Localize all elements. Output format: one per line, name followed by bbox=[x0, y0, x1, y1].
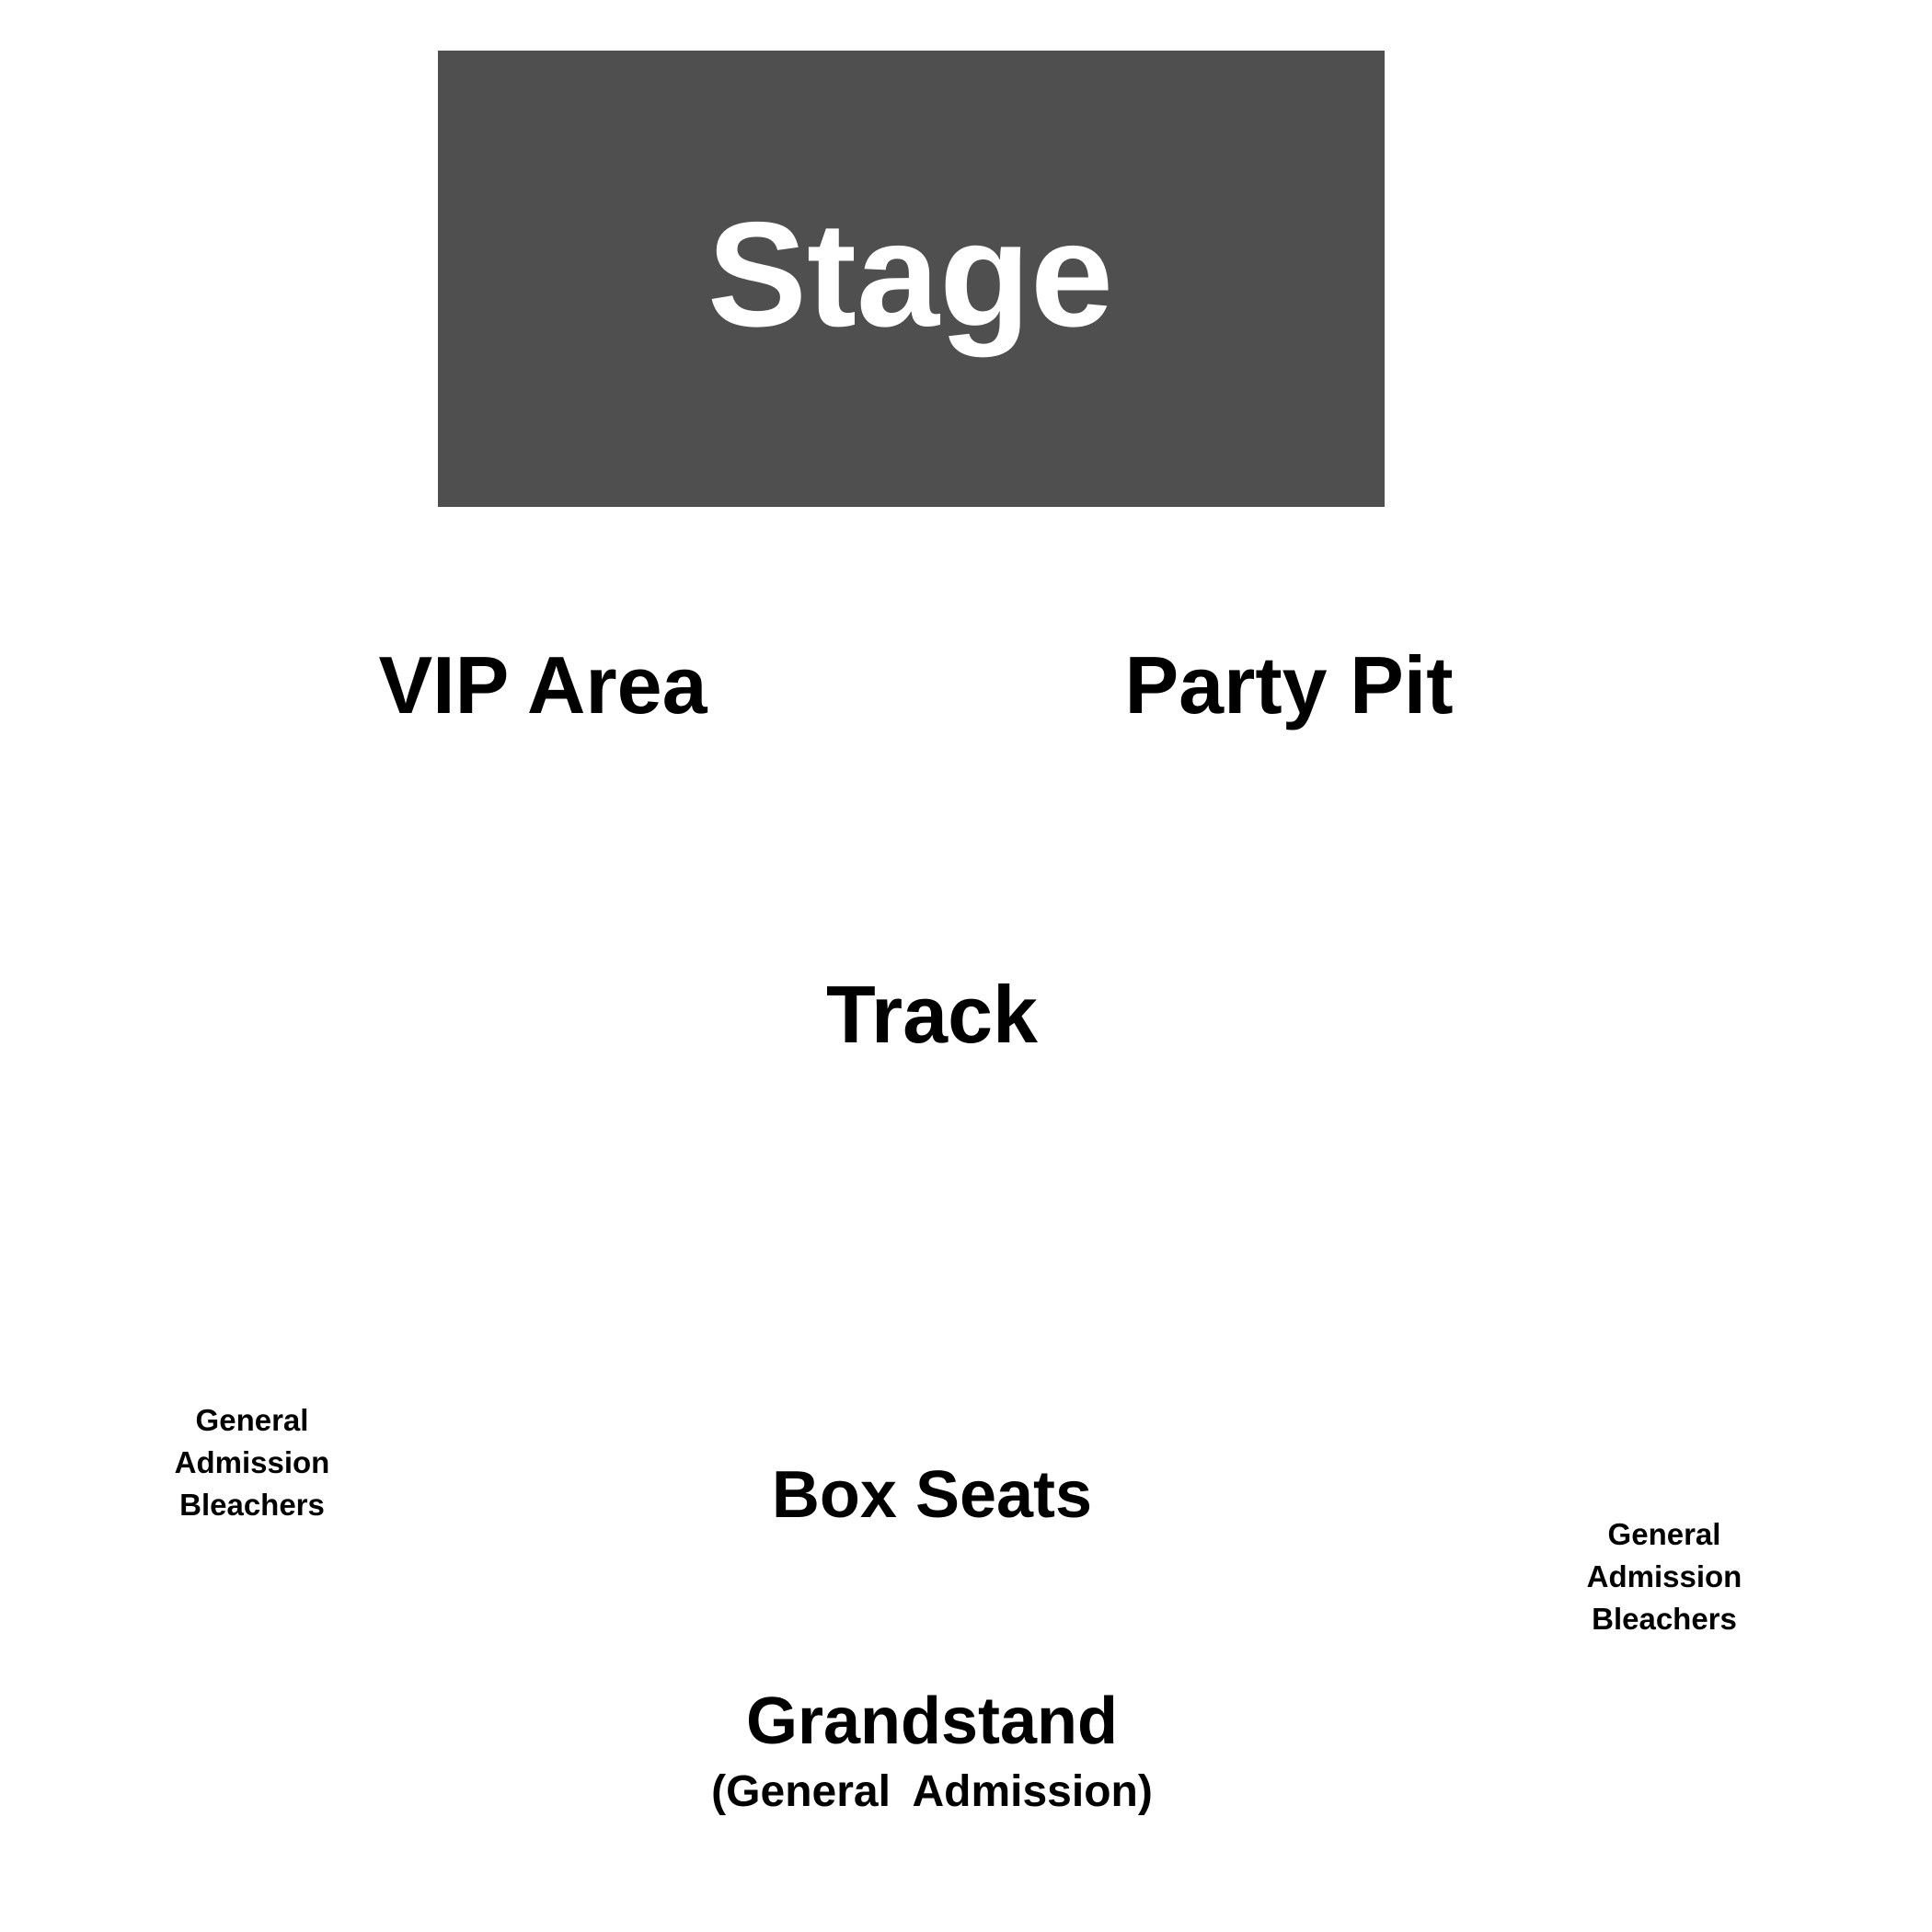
grandstand-sublabel: (General Admission) bbox=[711, 1767, 1153, 1816]
bleachers-left-label: General Admission Bleachers bbox=[174, 1403, 330, 1522]
box-seats-label: Box Seats bbox=[771, 1458, 1093, 1532]
vip-area-label: VIP Area bbox=[378, 639, 707, 730]
stage-area: Stage bbox=[438, 51, 1385, 507]
bleachers-right-label: General Admission Bleachers bbox=[1586, 1517, 1742, 1636]
stage-label: Stage bbox=[707, 191, 1114, 358]
party-pit-label: Party Pit bbox=[1124, 639, 1454, 730]
track-label: Track bbox=[826, 969, 1038, 1060]
grandstand-label: Grandstand bbox=[745, 1685, 1119, 1758]
